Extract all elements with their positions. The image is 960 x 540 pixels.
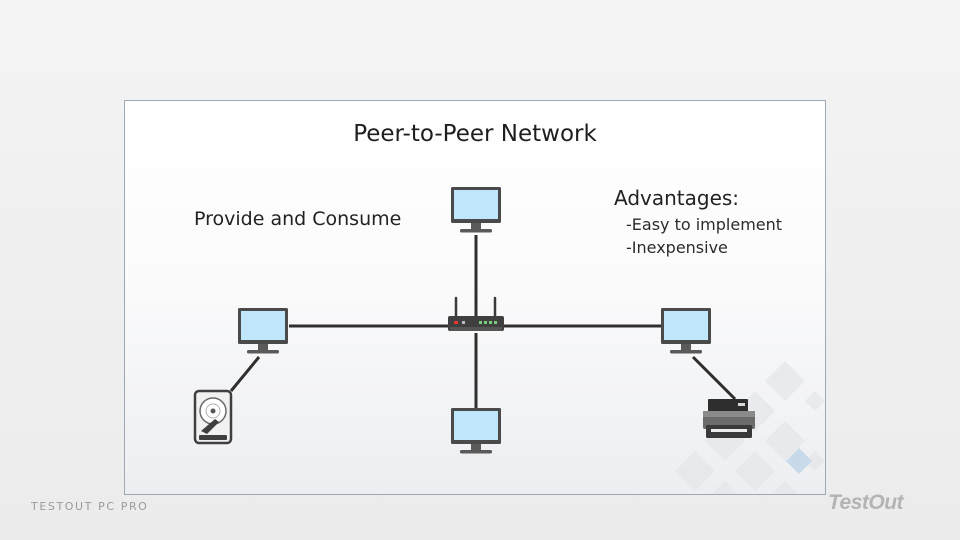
testout-logo: TestOut: [828, 491, 904, 514]
slide-title: Peer-to-Peer Network: [353, 121, 597, 147]
network-diagram: [193, 187, 825, 494]
advantages-list: -Easy to implement -Inexpensive: [626, 213, 782, 259]
advantage-item: -Easy to implement: [626, 215, 783, 234]
hard-drive-icon: [193, 389, 233, 445]
diamond-pattern: [675, 361, 825, 494]
cable-printer: [691, 355, 737, 401]
printer-icon: [703, 399, 755, 438]
footer-brand: TESTOUT PC PRO: [31, 500, 149, 513]
slide-canvas: Peer-to-Peer Network Provide and Consume…: [124, 100, 826, 495]
computer-bottom: [451, 408, 501, 454]
advantages-heading: Advantages:: [614, 186, 740, 210]
advantage-item: -Inexpensive: [626, 238, 728, 257]
router-icon: [448, 296, 504, 331]
computer-left: [238, 308, 288, 354]
subtitle-provide-consume: Provide and Consume: [194, 208, 402, 230]
cable-storage: [229, 356, 261, 392]
network-cables: [229, 235, 737, 409]
computer-top: [451, 187, 501, 233]
computer-right: [661, 308, 711, 354]
